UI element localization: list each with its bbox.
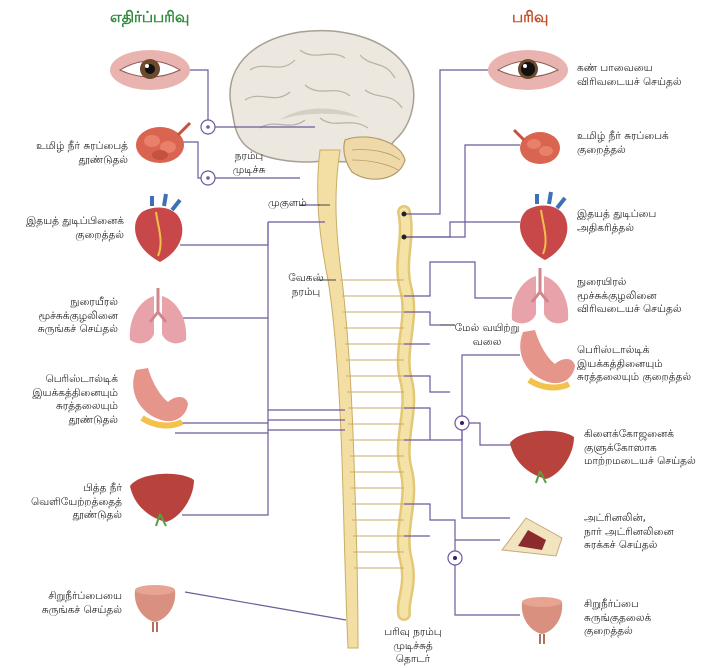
salivary-gland-icon (136, 123, 190, 163)
right-effect-heart: இதயத் துடிப்பைஅதிகரித்தல் (577, 208, 722, 235)
lungs-icon (130, 288, 186, 343)
left-effect-salivary: உமிழ் நீர் சுரப்பைத்தூண்டுதல் (0, 140, 128, 167)
salivary-gland-icon (514, 130, 560, 164)
sympathetic-chain (403, 212, 408, 614)
solar-plexus-label: மேல் வயிற்றுவலை (442, 322, 532, 349)
sympathetic-chain-label: பரிவு நரம்புமுடிச்சுத்தொடர் (368, 626, 458, 667)
left-effect-bladder: சிறுநீர்ப்பையைசுருங்கச் செய்தல் (0, 590, 122, 617)
right-effect-eye: கண் பாவையைவிரிவடையச் செய்தல் (577, 62, 722, 89)
liver-icon (130, 474, 194, 526)
spinal-cord (318, 150, 358, 648)
stomach-icon (133, 368, 188, 425)
right-effect-adrenal: அட்ரினலின்,நார் அட்ரினலினைசுரக்கச் செய்த… (584, 512, 722, 553)
vagus-nerve-label: வேகஸ்நரம்பு (276, 272, 336, 299)
lungs-icon (512, 268, 568, 323)
bladder-icon (522, 597, 562, 644)
cranial-nerve-label: நரம்புமுடிச்சு (212, 150, 286, 177)
right-effect-lungs: நுரையிரல்மூச்சுக்குழலினைவிரிவடையச் செய்த… (577, 276, 722, 317)
right-effect-salivary: உமிழ் நீர் சுரப்பைக்குறைத்தல் (577, 130, 722, 157)
liver-icon (510, 431, 574, 483)
adrenal-icon (502, 518, 562, 556)
heart-icon (520, 192, 567, 260)
eye-icon (110, 50, 190, 90)
left-effect-heart: இதயத் துடிப்பினைக்குறைத்தல் (0, 215, 124, 242)
medulla-label: முகுளம் (268, 197, 307, 211)
left-effect-lungs: நுரையீரல்மூச்சுக்குழலினைசுருங்கச் செய்தல… (0, 296, 118, 337)
right-effect-stomach: பெரிஸ்டால்டிக்இயக்கத்தினையும்சுரத்தலையும… (577, 344, 722, 385)
left-effect-liver: பித்த நீர்வெளியேற்றத்தைத்தூண்டுதல் (0, 482, 122, 523)
sympathetic-title: பரிவு (512, 8, 548, 28)
eye-icon (488, 50, 568, 90)
heart-icon (135, 194, 182, 262)
parasympathetic-title: எதிர்ப்பரிவு (110, 8, 189, 28)
bladder-icon (135, 585, 175, 632)
left-effect-stomach: பெரிஸ்டால்டிக்இயக்கத்தினையும்சுரத்தலையும… (0, 373, 118, 427)
right-effect-bladder: சிறுநீர்ப்பைசுருங்குதலைக்குறைத்தல் (584, 598, 722, 639)
